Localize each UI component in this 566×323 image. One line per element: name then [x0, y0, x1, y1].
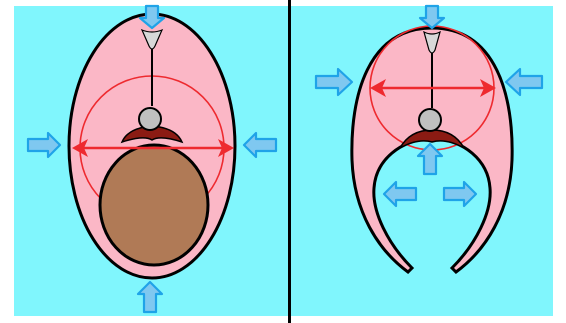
left-notochord: [139, 108, 161, 130]
left-panel: [14, 6, 288, 316]
panel-divider: [288, 0, 291, 323]
right-notochord: [419, 109, 441, 131]
right-panel: [291, 6, 553, 316]
left-yolk: [100, 145, 208, 265]
